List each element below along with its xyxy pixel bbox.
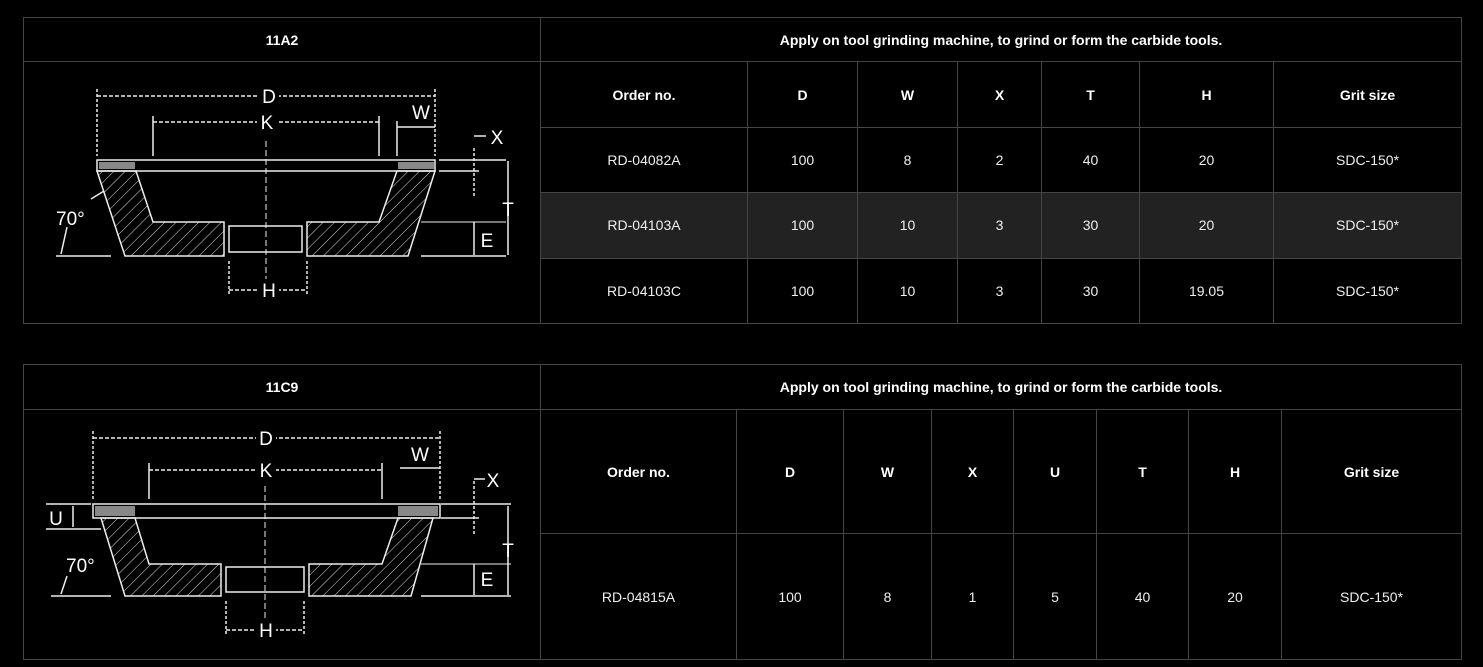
svg-text:70°: 70° — [66, 556, 95, 577]
svg-text:E: E — [481, 570, 494, 591]
svg-text:D: D — [262, 87, 276, 108]
wheel-diagram-11a2: D K W X T E H 70° — [23, 61, 541, 324]
cell-t: 30 — [1041, 257, 1140, 325]
svg-text:X: X — [487, 471, 500, 492]
table-row: RD-04082A 100 8 2 40 20 SDC-150* — [24, 127, 1463, 193]
order-no: RD-04103C — [540, 257, 748, 325]
svg-text:W: W — [412, 103, 430, 124]
cell-x: 2 — [957, 127, 1042, 193]
svg-text:H: H — [262, 281, 276, 302]
cell-h: 20 — [1188, 533, 1282, 660]
col-h: H — [1188, 408, 1282, 535]
col-order-no: Order no. — [540, 408, 737, 535]
order-no: RD-04815A — [540, 533, 737, 660]
cell-w: 10 — [857, 257, 958, 325]
cell-grit-size: SDC-150* — [1272, 127, 1463, 193]
cell-h: 20 — [1139, 127, 1274, 193]
spec-table-11c9: 11C9 Apply on tool grinding machine, to … — [23, 364, 1463, 660]
cell-grit-size: SDC-150* — [1272, 191, 1463, 259]
cell-d: 100 — [747, 191, 858, 259]
col-t: T — [1096, 408, 1189, 535]
wheel-drawing: D K W X U T E H 70° — [46, 427, 514, 642]
cell-d: 100 — [747, 257, 858, 325]
col-u: U — [1013, 408, 1097, 535]
col-d: D — [736, 408, 844, 535]
svg-text:T: T — [502, 200, 514, 221]
cell-t: 30 — [1041, 191, 1140, 259]
col-w: W — [857, 61, 958, 128]
cell-grit-size: SDC-150* — [1280, 533, 1463, 660]
svg-text:70°: 70° — [56, 209, 85, 230]
wheel-type: 11C9 — [23, 364, 541, 410]
cell-t: 40 — [1096, 533, 1189, 660]
cell-h: 20 — [1139, 191, 1274, 259]
svg-text:K: K — [260, 461, 273, 482]
table-row: RD-04103A 100 10 3 30 20 SDC-150* — [24, 191, 1463, 259]
svg-text:H: H — [259, 621, 273, 642]
cell-x: 1 — [931, 533, 1014, 660]
cell-w: 8 — [857, 127, 958, 193]
svg-text:D: D — [259, 429, 273, 450]
col-x: X — [931, 408, 1014, 535]
col-x: X — [957, 61, 1042, 128]
table-row: RD-04815A 100 8 1 5 40 20 SDC-150* — [24, 533, 1463, 660]
svg-text:E: E — [481, 231, 494, 252]
col-w: W — [843, 408, 932, 535]
application-note: Apply on tool grinding machine, to grind… — [539, 364, 1463, 410]
cell-t: 40 — [1041, 127, 1140, 193]
wheel-diagram-11c9: D K W X U T E H 70° — [23, 409, 541, 660]
wheel-drawing: D K W X T E H 70° — [56, 85, 514, 302]
cell-u: 5 — [1013, 533, 1097, 660]
cell-d: 100 — [747, 127, 858, 193]
application-note: Apply on tool grinding machine, to grind… — [539, 17, 1463, 62]
col-grit-size: Grit size — [1272, 61, 1463, 128]
cell-h: 19.05 — [1139, 257, 1274, 325]
col-grit-size: Grit size — [1280, 408, 1463, 535]
wheel-type: 11A2 — [23, 17, 541, 62]
table-row: RD-04103C 100 10 3 30 19.05 SDC-150* — [24, 257, 1463, 325]
cell-d: 100 — [736, 533, 844, 660]
col-h: H — [1139, 61, 1274, 128]
cell-w: 8 — [843, 533, 932, 660]
svg-text:K: K — [261, 113, 274, 134]
order-no: RD-04082A — [540, 127, 748, 193]
col-order-no: Order no. — [540, 61, 748, 128]
svg-text:X: X — [491, 128, 504, 149]
cell-grit-size: SDC-150* — [1272, 257, 1463, 325]
col-t: T — [1041, 61, 1140, 128]
svg-text:U: U — [49, 509, 63, 530]
col-d: D — [747, 61, 858, 128]
cell-x: 3 — [957, 191, 1042, 259]
spec-table-11a2: 11A2 Apply on tool grinding machine, to … — [23, 17, 1463, 325]
svg-text:T: T — [502, 541, 514, 562]
cell-w: 10 — [857, 191, 958, 259]
cell-x: 3 — [957, 257, 1042, 325]
order-no: RD-04103A — [540, 191, 748, 259]
svg-text:W: W — [411, 445, 429, 466]
